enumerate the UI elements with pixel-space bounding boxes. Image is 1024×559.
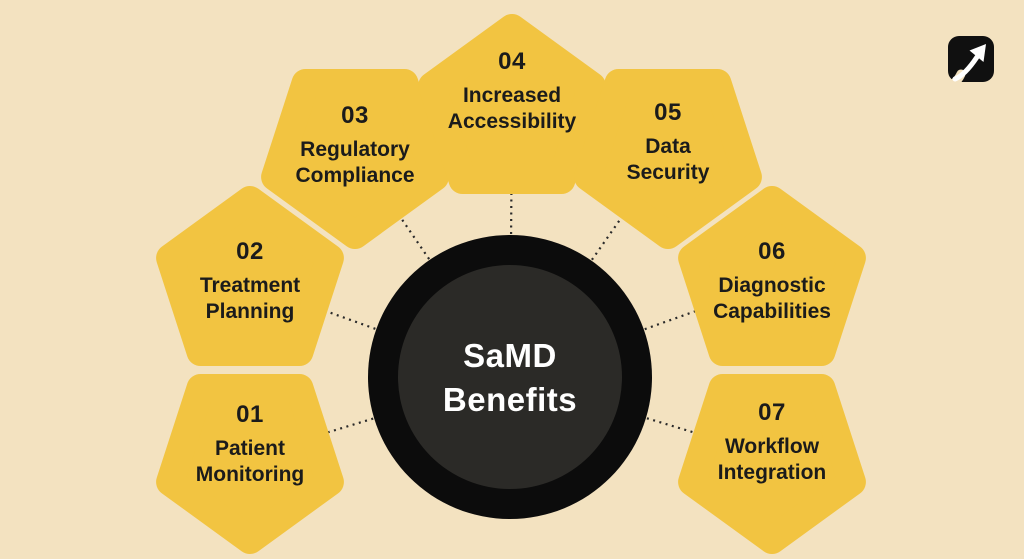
pentagon-node-03-shape: [261, 69, 449, 249]
pentagon-node-06-shape: [678, 186, 866, 366]
pentagon-nodes: [156, 14, 866, 554]
icon-arrow-shaft: [952, 54, 980, 82]
icon-background: [948, 36, 994, 82]
pentagon-node-07-shape: [678, 374, 866, 554]
growth-arrow-icon: [940, 36, 994, 92]
pentagon-node-02-shape: [156, 186, 344, 366]
icon-arrow-head: [969, 44, 986, 62]
pentagon-node-04-shape: [418, 14, 606, 194]
pentagon-node-05-shape: [574, 69, 762, 249]
center-circle-inner: [398, 265, 622, 489]
pentagon-node-01-shape: [156, 374, 344, 554]
